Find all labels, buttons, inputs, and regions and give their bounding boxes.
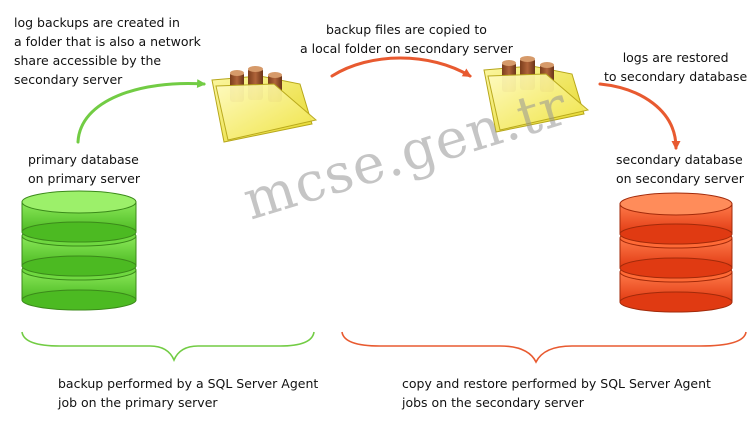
- secondary-db-label: secondary database on secondary server: [616, 152, 744, 186]
- secondary-database-icon: [619, 192, 733, 313]
- restore-job-label: copy and restore performed by SQL Server…: [402, 376, 711, 410]
- red-arrow-icon: [330, 56, 472, 78]
- red-brace-icon: [341, 331, 747, 364]
- red-arrow-down-icon: [598, 82, 681, 150]
- folder-icon: [211, 66, 318, 143]
- log-backups-label: log backups are created in a folder that…: [14, 15, 201, 87]
- primary-database-icon: [21, 190, 137, 311]
- primary-db-label: primary database on primary server: [28, 152, 141, 186]
- files-copied-label: backup files are copied to a local folde…: [300, 22, 513, 56]
- green-arrow-icon: [76, 79, 206, 144]
- backup-job-label: backup performed by a SQL Server Agent j…: [58, 376, 319, 410]
- logs-restored-label: logs are restored to secondary database: [604, 50, 748, 84]
- folder-icon: [483, 56, 590, 133]
- green-brace-icon: [21, 331, 315, 363]
